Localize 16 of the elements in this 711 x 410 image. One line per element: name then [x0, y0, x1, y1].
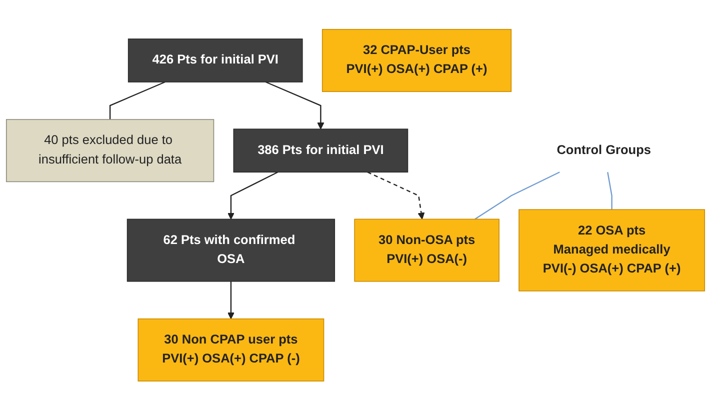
arrow	[367, 171, 425, 220]
node-box: 426 Pts for initial PVI	[128, 38, 303, 82]
node-box: 40 pts excluded due to insufficient follow-up data	[6, 118, 214, 182]
node-box: 22 OSA pts Managed medically PVI(-) OSA(+) CPAP (+)	[518, 208, 706, 292]
arrow	[265, 81, 324, 130]
node-box: 62 Pts with confirmed OSA	[126, 218, 336, 282]
node-box: 30 Non-OSA pts PVI(+) OSA(-)	[354, 218, 500, 282]
arrow	[227, 171, 278, 220]
node-text: Control Groups	[556, 143, 651, 157]
connector	[109, 81, 166, 120]
node-box: 30 Non CPAP user pts PVI(+) OSA(+) CPAP (-)	[138, 318, 324, 382]
connector	[607, 172, 612, 210]
node-box: 386 Pts for initial PVI	[233, 128, 408, 172]
connector	[474, 171, 560, 220]
node-box: 32 CPAP-User pts PVI(+) OSA(+) CPAP (+)	[322, 28, 512, 92]
arrow	[227, 281, 234, 319]
